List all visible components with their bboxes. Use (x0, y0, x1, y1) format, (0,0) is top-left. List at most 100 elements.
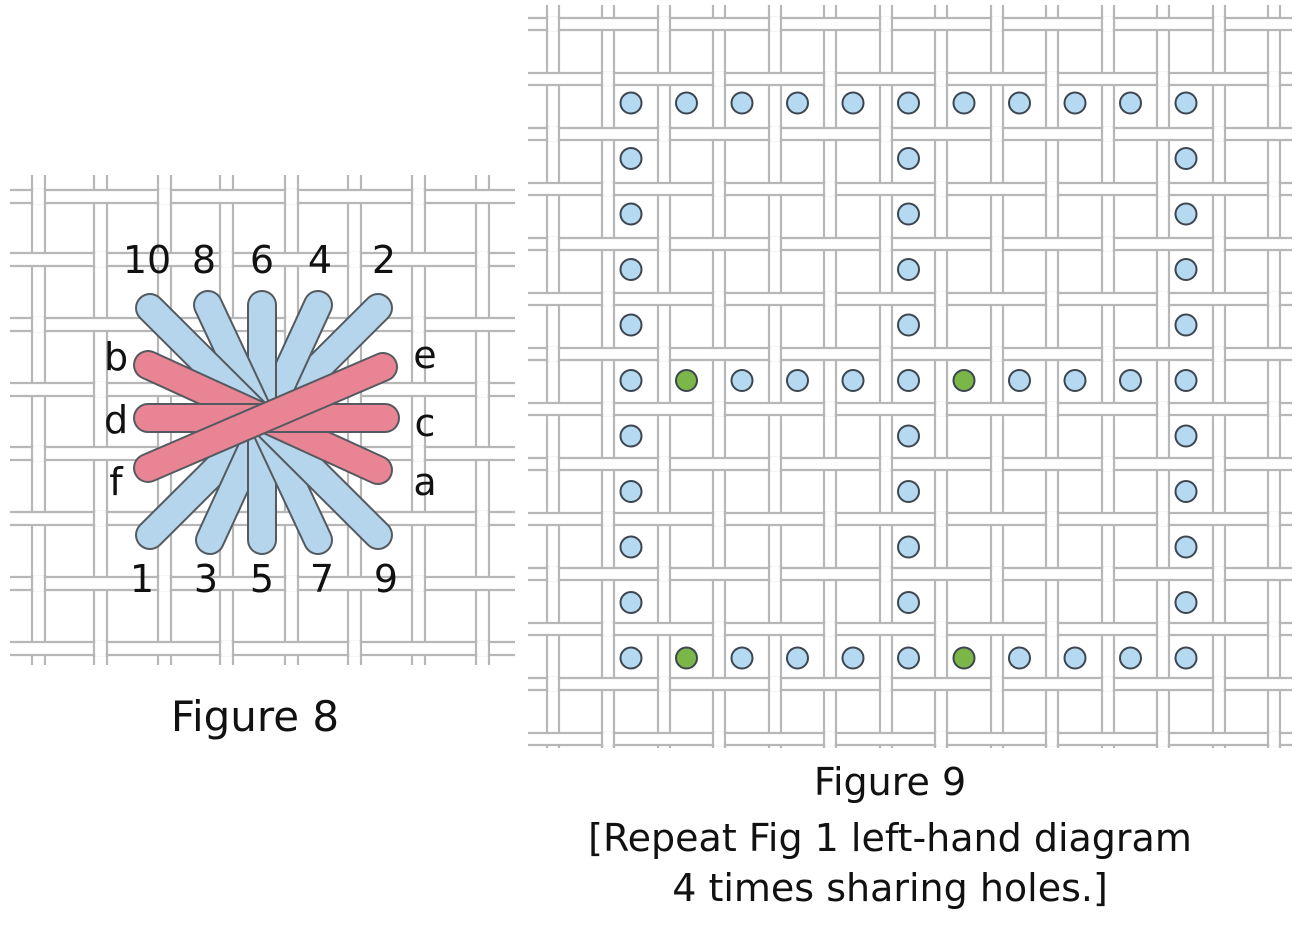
blue-hole (1174, 147, 1198, 170)
canvas-weave-crossing (1103, 677, 1113, 691)
figure-8-caption: Figure 8 (170, 692, 340, 741)
canvas-thread-band (528, 238, 1292, 250)
blue-hole (1174, 535, 1198, 559)
canvas-weave-crossing (1214, 237, 1224, 251)
canvas-weave-crossing (1103, 567, 1113, 581)
blue-hole (619, 91, 643, 115)
canvas-weave-crossing (1158, 402, 1168, 416)
canvas-thread-band (10, 253, 515, 266)
canvas-weave-crossing (1103, 347, 1113, 361)
blue-hole (897, 369, 920, 392)
bottom-label: 3 (194, 557, 218, 601)
canvas-weave-crossing (659, 457, 669, 471)
canvas-weave-crossing (33, 317, 44, 332)
canvas-weave-crossing (714, 182, 724, 196)
canvas-weave-crossing (1103, 237, 1113, 251)
canvas-weave-crossing (1269, 72, 1279, 86)
blue-hole (619, 313, 643, 337)
canvas-weave-crossing (1158, 182, 1168, 196)
right-label: e (413, 333, 436, 377)
bottom-label: 1 (130, 557, 154, 601)
canvas-weave-crossing (603, 622, 613, 636)
canvas-thread-band (528, 183, 1292, 195)
figure-9-holes (619, 91, 1198, 670)
canvas-weave-crossing (1269, 292, 1279, 306)
blue-hole (897, 258, 920, 281)
blue-hole (897, 424, 920, 448)
canvas-weave-crossing (1103, 17, 1113, 31)
canvas-weave-crossing (659, 127, 669, 141)
canvas-weave-crossing (548, 237, 558, 251)
figure-9-note-line-1: [Repeat Fig 1 left-hand diagram (588, 816, 1192, 860)
canvas-weave-crossing (936, 292, 946, 306)
canvas-weave-crossing (477, 511, 488, 526)
figure-9-caption: Figure 9 (813, 760, 967, 804)
canvas-thread-band (528, 513, 1292, 525)
canvas-thread-band (10, 577, 515, 590)
blue-hole (730, 646, 754, 670)
left-label: f (109, 460, 124, 504)
canvas-weave-crossing (1047, 732, 1057, 746)
blue-hole (1174, 591, 1198, 614)
blue-hole (786, 646, 809, 670)
bottom-label: 7 (310, 557, 334, 601)
canvas-thread-band (528, 678, 1292, 690)
canvas-weave-crossing (413, 189, 424, 204)
blue-hole (730, 91, 754, 115)
canvas-weave-crossing (770, 17, 780, 31)
canvas-weave-crossing (881, 567, 891, 581)
canvas-thread-band (528, 18, 1292, 30)
canvas-weave-crossing (659, 567, 669, 581)
canvas-weave-crossing (825, 72, 835, 86)
green-hole (675, 369, 698, 392)
blue-hole (1174, 258, 1198, 281)
canvas-weave-crossing (603, 402, 613, 416)
blue-hole (897, 480, 920, 503)
canvas-weave-crossing (286, 189, 297, 204)
canvas-weave-crossing (33, 446, 44, 461)
green-hole (675, 646, 698, 670)
bottom-label: 5 (250, 557, 274, 601)
canvas-weave-crossing (881, 677, 891, 691)
canvas-weave-crossing (477, 382, 488, 397)
canvas-weave-crossing (548, 127, 558, 141)
canvas-weave-crossing (1158, 732, 1168, 746)
canvas-weave-crossing (992, 127, 1002, 141)
blue-hole (1174, 91, 1198, 115)
canvas-weave-crossing (1269, 402, 1279, 416)
canvas-weave-crossing (1214, 127, 1224, 141)
canvas-weave-crossing (936, 622, 946, 636)
canvas-weave-crossing (714, 402, 724, 416)
blue-hole (619, 147, 643, 170)
blue-hole (1119, 91, 1142, 115)
figure-9-canvas-grid (528, 5, 1292, 748)
canvas-weave-crossing (413, 446, 424, 461)
canvas-weave-crossing (548, 457, 558, 471)
blue-hole (897, 202, 920, 226)
canvas-weave-crossing (714, 292, 724, 306)
canvas-weave-crossing (95, 252, 106, 267)
canvas-weave-crossing (659, 237, 669, 251)
canvas-weave-crossing (825, 182, 835, 196)
canvas-weave-crossing (413, 317, 424, 332)
canvas-weave-crossing (349, 641, 360, 656)
canvas-weave-crossing (881, 347, 891, 361)
green-hole (952, 369, 976, 392)
canvas-weave-crossing (770, 567, 780, 581)
blue-hole (1174, 313, 1198, 337)
canvas-weave-crossing (1047, 622, 1057, 636)
blue-hole (619, 369, 643, 392)
blue-hole (619, 480, 643, 503)
canvas-weave-crossing (936, 512, 946, 526)
canvas-weave-crossing (603, 732, 613, 746)
figure-9-note-line-2: 4 times sharing holes.] (672, 866, 1108, 910)
canvas-thread-band (528, 733, 1292, 745)
top-label: 8 (192, 238, 216, 282)
bottom-label: 9 (374, 557, 398, 601)
canvas-weave-crossing (1047, 72, 1057, 86)
canvas-thread-band (528, 403, 1292, 415)
canvas-weave-crossing (770, 677, 780, 691)
canvas-weave-crossing (548, 17, 558, 31)
canvas-weave-crossing (825, 512, 835, 526)
canvas-weave-crossing (714, 512, 724, 526)
